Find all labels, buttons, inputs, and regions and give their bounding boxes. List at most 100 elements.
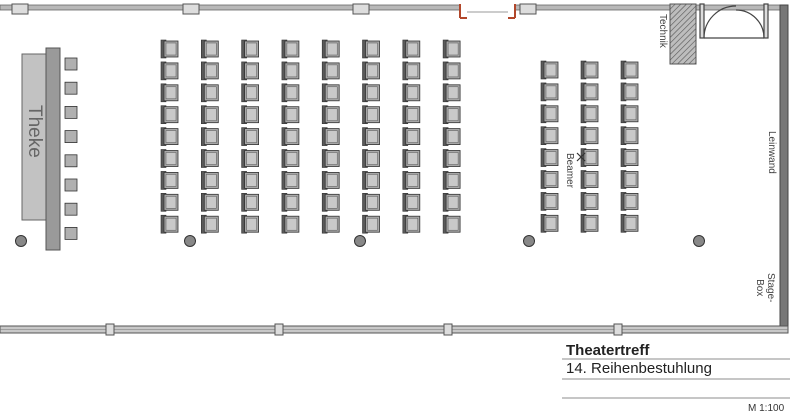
chair (160, 39, 179, 59)
chair (241, 193, 260, 212)
chair (402, 149, 421, 168)
chair (362, 149, 380, 168)
chair (281, 127, 300, 146)
chair (442, 83, 461, 103)
chair (362, 171, 380, 190)
chair (160, 193, 179, 212)
chair (580, 148, 599, 167)
bar-stool (64, 178, 78, 192)
chair (620, 60, 639, 80)
chair (241, 61, 260, 81)
chair (201, 39, 219, 59)
chair (442, 214, 461, 234)
chair (540, 148, 559, 167)
chair (362, 193, 380, 212)
title-block (562, 358, 790, 399)
chair (362, 39, 380, 59)
chair (580, 170, 599, 189)
seating-block-main (160, 39, 461, 234)
chair (281, 61, 300, 81)
chair (321, 83, 340, 103)
chair (321, 193, 340, 212)
chair (160, 171, 179, 190)
chair (580, 192, 599, 211)
chair (442, 61, 461, 81)
chair (620, 148, 639, 167)
screen-label: Leinwand (766, 131, 777, 174)
chair (201, 214, 219, 234)
chair (160, 127, 179, 146)
chair (620, 126, 639, 145)
chair (201, 127, 219, 146)
plan-subtitle: 14. Reihenbestuhlung (566, 360, 712, 377)
chair (321, 149, 340, 168)
top-door (459, 4, 516, 19)
bar-stool (64, 106, 78, 119)
chair (620, 214, 639, 233)
bar-stool (64, 226, 78, 240)
chair (402, 214, 421, 234)
round-pillars (15, 235, 705, 247)
chair (241, 83, 260, 103)
chair (540, 104, 559, 124)
projector-mark (576, 152, 586, 162)
chair (281, 171, 300, 190)
chair (620, 82, 639, 102)
chair (540, 82, 559, 102)
bar-stool (64, 130, 78, 144)
chair (442, 105, 461, 124)
chair (362, 61, 380, 81)
chair (580, 60, 599, 80)
chair (201, 149, 219, 168)
chair (580, 214, 599, 233)
projector-label: Beamer (564, 153, 575, 189)
chair (321, 39, 340, 59)
chair (160, 149, 179, 168)
chair (281, 83, 300, 103)
chair (620, 170, 639, 189)
bar-stool (64, 202, 78, 216)
chair (321, 171, 340, 190)
chair (540, 192, 559, 211)
chair (201, 83, 219, 103)
chair (402, 39, 421, 59)
chair (580, 126, 599, 145)
bar-stool (64, 154, 78, 168)
chair (540, 214, 559, 233)
chair (201, 171, 219, 190)
chair (241, 214, 260, 234)
chair (540, 126, 559, 145)
chair (580, 104, 599, 124)
bar-label: Theke (24, 105, 45, 158)
right-wall (779, 4, 789, 332)
chair (201, 193, 219, 212)
stagebox-label-line1: Stage- (765, 273, 776, 303)
chair (540, 60, 559, 80)
chair (442, 39, 461, 59)
chair (281, 105, 300, 124)
chair (402, 105, 421, 124)
bar-stool (64, 57, 78, 71)
bar-stool (64, 81, 78, 95)
chair (241, 171, 260, 190)
chair (160, 61, 179, 81)
chair (321, 127, 340, 146)
chair (321, 61, 340, 81)
chair (620, 192, 639, 211)
chair (362, 214, 380, 234)
chair (362, 127, 380, 146)
chair (442, 127, 461, 146)
stagebox-label: Stage- Box (754, 273, 776, 302)
chair (362, 105, 380, 124)
chair (160, 214, 179, 234)
chair (442, 171, 461, 190)
chair (402, 127, 421, 146)
chair (362, 83, 380, 103)
chair (402, 193, 421, 212)
chair (201, 61, 219, 81)
chair (160, 83, 179, 103)
chair (442, 193, 461, 212)
stagebox-label-line2: Box (754, 279, 765, 297)
seating-block-front (540, 60, 639, 233)
